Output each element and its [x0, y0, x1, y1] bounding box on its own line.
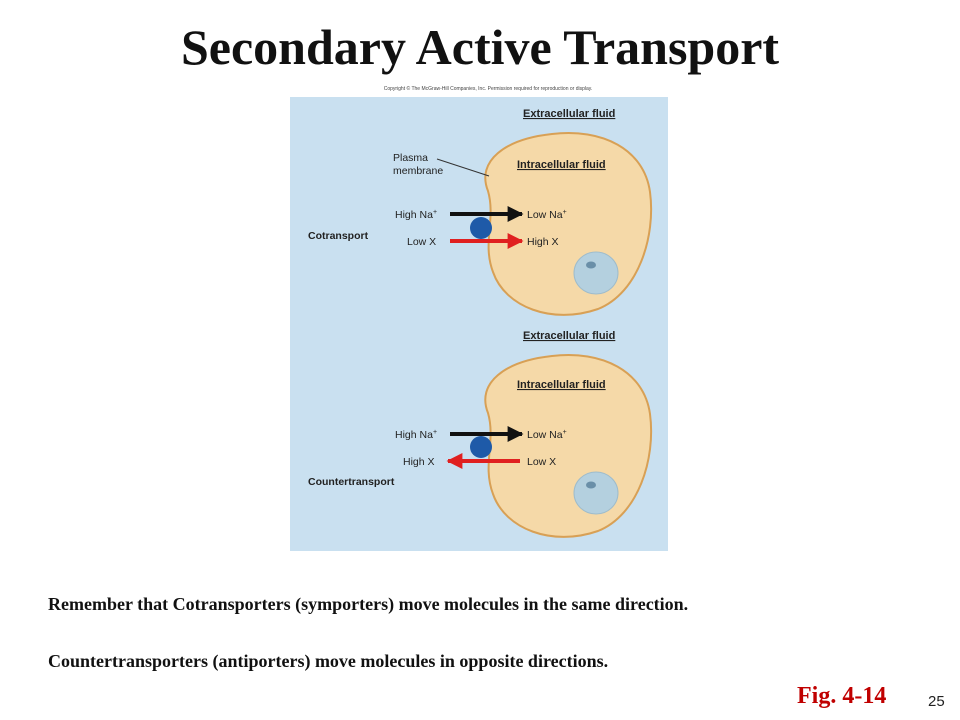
slide-title: Secondary Active Transport — [180, 19, 780, 75]
intracellular-fluid-label: Intracellular fluid — [517, 159, 606, 171]
nucleus — [573, 251, 619, 295]
intracellular-fluid-label: Intracellular fluid — [517, 379, 606, 391]
low-na-label: Low Na+ — [527, 209, 567, 221]
high-x-label: High X — [403, 456, 435, 468]
high-na-label: High Na+ — [395, 209, 437, 221]
cotransporter-note: Remember that Cotransporters (symporters… — [48, 594, 689, 614]
extracellular-fluid-label: Extracellular fluid — [523, 330, 615, 342]
cotransporter-protein — [470, 217, 492, 239]
membrane-leader-line — [436, 158, 490, 177]
countertransporter-note: Countertransporters (antiporters) move m… — [48, 651, 609, 671]
cotransport-label: Cotransport — [308, 230, 369, 242]
countertransport-panel: Extracellular fluid Intracellular fluid … — [308, 330, 653, 538]
low-x-label: Low X — [407, 236, 436, 248]
secondary-transport-figure: Extracellular fluid Intracellular fluid … — [290, 97, 668, 551]
countertransporter-protein — [470, 436, 492, 458]
high-x-label: High X — [527, 236, 559, 248]
nucleolus — [586, 481, 596, 489]
high-na-label: High Na+ — [395, 429, 437, 441]
nucleus — [573, 471, 619, 515]
plasma-membrane-label: Plasma membrane — [393, 152, 443, 177]
figure-label: Fig. 4-14 — [797, 683, 887, 709]
low-na-label: Low Na+ — [527, 429, 567, 441]
countertransport-label: Countertransport — [308, 476, 395, 488]
low-x-label: Low X — [527, 456, 556, 468]
page-number: 25 — [928, 693, 945, 710]
nucleolus — [586, 261, 596, 269]
extracellular-fluid-label: Extracellular fluid — [523, 108, 615, 120]
cotransport-panel: Extracellular fluid Intracellular fluid … — [308, 108, 653, 316]
copyright-notice: Copyright © The McGraw-Hill Companies, I… — [383, 86, 593, 92]
